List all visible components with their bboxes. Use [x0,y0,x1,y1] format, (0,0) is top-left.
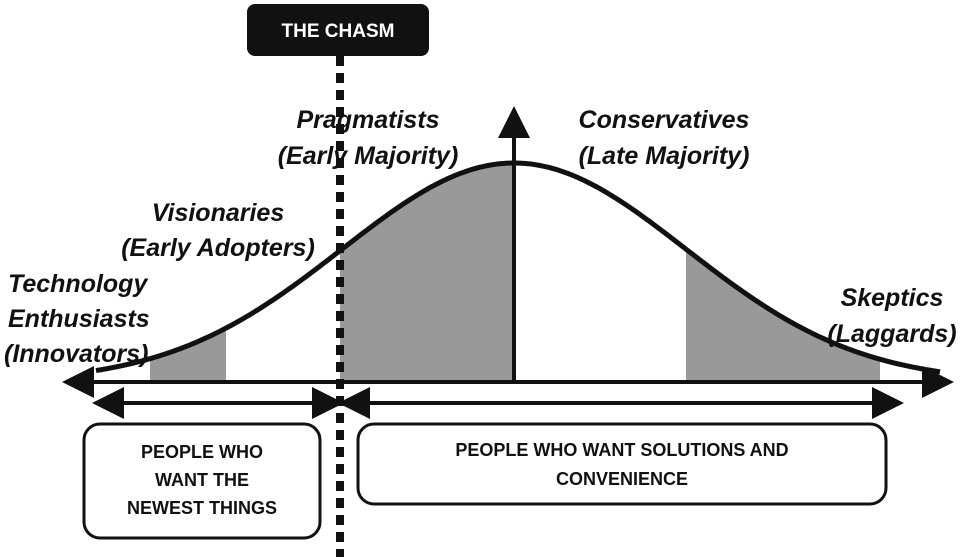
right-group-box [356,422,888,506]
innovators-label-line-2: Enthusiasts [8,305,150,333]
chasm-label-box [247,4,429,56]
laggards-label-line-2: (Laggards) [827,320,956,348]
chasm-label: THE CHASM [282,21,395,42]
late-majority-label-line-1: Conservatives [579,106,750,134]
left-group-line-2: WANT THE [155,470,249,490]
early-majority-label-line-2: (Early Majority) [278,142,459,170]
left-group-line-3: NEWEST THINGS [127,498,277,518]
early-adopters-label-line-2: (Early Adopters) [121,234,315,262]
early-majority-shaded-area [340,163,514,382]
laggards-label-line-1: Skeptics [841,284,944,312]
laggards-shaded-area [686,249,880,382]
early-adopters-label-line-1: Visionaries [152,199,285,227]
innovators-label-line-3: (Innovators) [4,340,148,368]
adoption-bell-curve [95,160,941,375]
right-group-line-1: PEOPLE WHO WANT SOLUTIONS AND [455,440,788,460]
late-majority-label-line-2: (Late Majority) [579,142,750,170]
left-group-line-1: PEOPLE WHO [141,442,263,462]
right-group-line-2: CONVENIENCE [556,469,688,489]
left-group-box [82,422,322,540]
innovators-label-line-1: Technology [8,270,148,298]
early-majority-label-line-1: Pragmatists [296,106,439,134]
